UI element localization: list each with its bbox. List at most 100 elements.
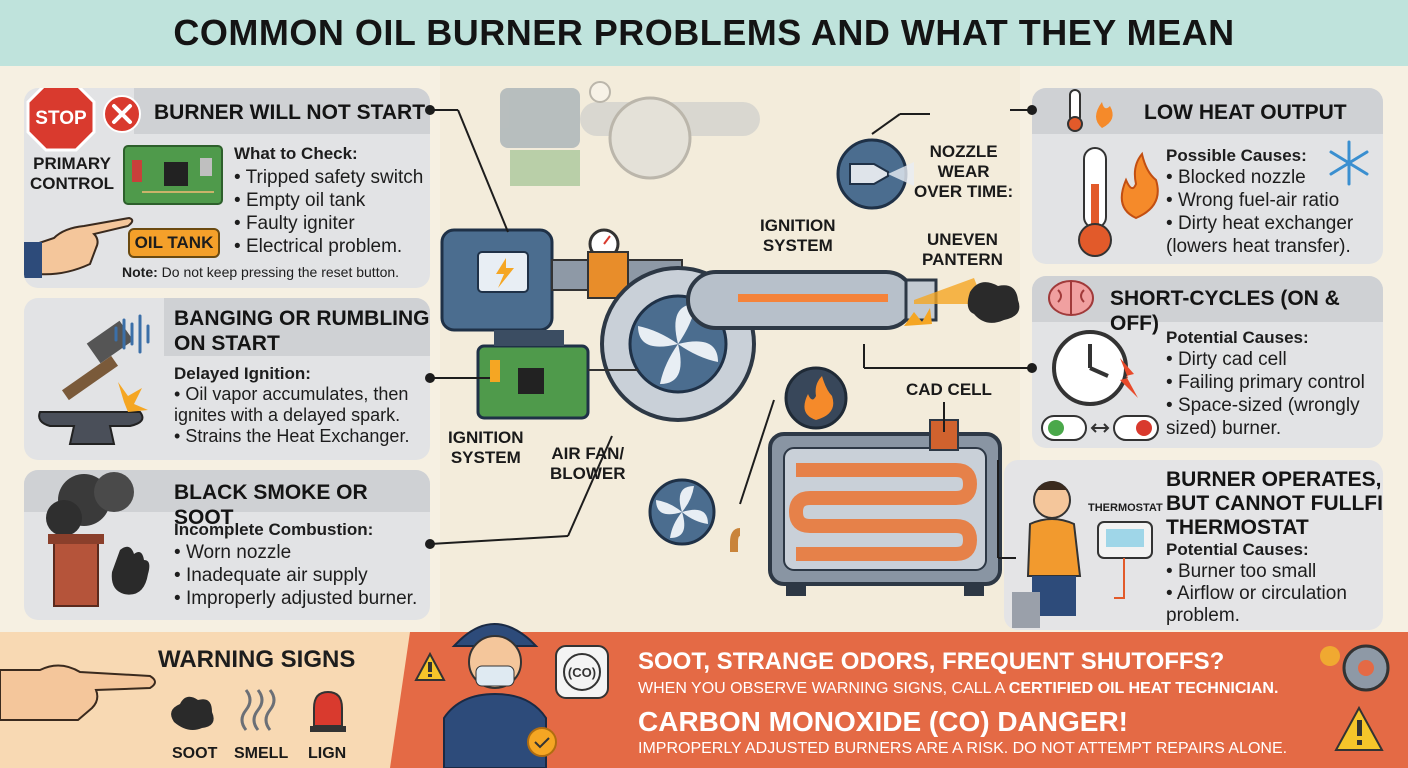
brain-icon (1048, 280, 1094, 316)
gears-icon (1320, 644, 1390, 692)
panel-title: BURNER WILL NOT START (154, 101, 426, 124)
panel-title: BLACK SMOKE OR SOOT (174, 481, 368, 529)
note-text: Do not keep pressing the reset button. (161, 264, 400, 280)
cause-list: Dirty cad cell Failing primary control S… (1166, 348, 1378, 440)
oil-tank-badge: OIL TANK (128, 228, 220, 258)
list-item: Oil vapor accumulates, then ignites with… (174, 384, 430, 426)
warning-line-2: WHEN YOU OBSERVE WARNING SIGNS, CALL A C… (638, 680, 1278, 698)
thermostat-device-icon (1097, 521, 1153, 559)
ignition-system-label-bottom: IGNITION SYSTEM (448, 428, 524, 467)
heat-exchanger-illustration (730, 419, 1002, 596)
panel-banging-rumbling: BANGING OR RUMBLING ON START Delayed Ign… (24, 298, 430, 460)
thermostat-wire (1114, 558, 1125, 599)
list-item: Worn nozzle (174, 541, 430, 564)
panel-title: LOW HEAT OUTPUT (1144, 101, 1347, 124)
thermometer-flame-small-icon (1067, 89, 1113, 132)
primary-control-label: PRIMARY CONTROL (30, 154, 115, 193)
list-item: Wrong fuel-air ratio (1166, 189, 1378, 212)
panel-title-bar (164, 298, 430, 356)
pointing-hand-icon (0, 664, 156, 721)
list-item: Inadequate air supply (174, 564, 430, 587)
cause-list: Burner too small Airflow or circulation … (1166, 561, 1380, 627)
list-item: Improperly adjusted burner. (174, 587, 430, 610)
page-title: COMMON OIL BURNER PROBLEMS AND WHAT THEY… (173, 12, 1235, 53)
error-x-icon (103, 95, 141, 133)
panel-subtitle: What to Check: (234, 144, 358, 163)
warning-line-3: CARBON MONOXIDE (CO) DANGER! (638, 706, 1128, 737)
warning-line-2-text: WHEN YOU OBSERVE WARNING SIGNS, CALL A (638, 680, 1009, 697)
burner-assembly-illustration (440, 228, 938, 422)
list-item: Failing primary control (1166, 371, 1378, 394)
flame-icon (1120, 151, 1159, 220)
uneven-pattern-label: UNEVEN PANTERN (922, 230, 1003, 269)
cause-list: Worn nozzle Inadequate air supply Improp… (174, 541, 430, 610)
panel-title: BURNER OPERATES, BUT CANNOT FULLFILL THE… (1166, 468, 1383, 539)
list-item: Dirty heat exchanger (lowers heat transf… (1166, 212, 1378, 258)
header-banner: COMMON OIL BURNER PROBLEMS AND WHAT THEY… (0, 0, 1408, 66)
frustrated-person-icon (1012, 481, 1082, 628)
soot-icon (171, 696, 214, 730)
warning-line-1: SOOT, STRANGE ODORS, FREQUENT SHUTOFFS? (638, 648, 1225, 675)
panel-subtitle: Possible Causes: (1166, 146, 1307, 165)
panel-black-smoke: BLACK SMOKE OR SOOT Incomplete Combustio… (24, 470, 430, 620)
clock-icon (1052, 330, 1138, 406)
cause-list: Blocked nozzle Wrong fuel-air ratio Dirt… (1166, 166, 1378, 258)
thermometer-icon (1078, 147, 1112, 257)
alarm-light-icon (310, 690, 346, 732)
list-item: Space-sized (wrongly sized) burner. (1166, 394, 1378, 440)
panel-cannot-fulfill-thermostat: BURNER OPERATES, BUT CANNOT FULLFILL THE… (1004, 460, 1383, 630)
list-item: Tripped safety switch (234, 166, 430, 189)
sound-wave-icon (114, 314, 150, 354)
oil-tank-label: OIL TANK (134, 233, 214, 252)
panel-title-bar (1032, 88, 1383, 134)
blower-closeup-icon (648, 478, 716, 546)
warning-triangle-icon-large (1334, 705, 1384, 751)
cad-cell-label: CAD CELL (906, 380, 992, 399)
panel-title: BANGING OR RUMBLING ON START (174, 307, 430, 355)
toggle-switches-icon (1041, 415, 1159, 441)
list-item: Blocked nozzle (1166, 166, 1378, 189)
pointing-hand-icon (24, 216, 134, 278)
nozzle-closeup-icon (836, 138, 914, 210)
soot-label: SOOT (172, 745, 218, 762)
list-item: Strains the Heat Exchanger. (174, 426, 430, 447)
stop-sign-icon: STOP (26, 88, 96, 152)
ignition-system-label-top: IGNITION SYSTEM (760, 216, 836, 255)
warning-line-4: IMPROPERLY ADJUSTED BURNERS ARE A RISK. … (638, 740, 1288, 757)
co-detector-icon: (CO) (555, 645, 609, 699)
air-fan-blower-label: AIR FAN/ BLOWER (550, 444, 626, 483)
nozzle-spray-illustration (904, 278, 1020, 326)
panel-title-bar (134, 88, 430, 134)
list-item: Burner too small (1166, 561, 1380, 583)
list-item: Dirty cad cell (1166, 348, 1378, 371)
warning-signs-section: WARNING SIGNS SOOT SMELL LIGN (0, 632, 410, 768)
smell-icon (240, 689, 276, 731)
panel-short-cycles: SHORT-CYCLES (ON & OFF) Potential Causes… (1032, 276, 1383, 448)
panel-subtitle: Potential Causes: (1166, 328, 1309, 347)
note: Note: Do not keep pressing the reset but… (122, 264, 399, 280)
snowflake-icon (1329, 140, 1369, 186)
panel-subtitle: Potential Causes: (1166, 540, 1309, 559)
hammer-anvil-icon (38, 320, 148, 445)
cause-list: Oil vapor accumulates, then ignites with… (174, 384, 430, 447)
list-item: Airflow or circulation problem. (1166, 583, 1380, 627)
certified-technician-text: CERTIFIED OIL HEAT TECHNICIAN. (1008, 680, 1279, 697)
warning-bar: WARNING SIGNS SOOT SMELL LIGN (CO) (0, 623, 1408, 768)
panel-low-heat-output: LOW HEAT OUTPUT Possible Causes: Blocked… (1032, 88, 1383, 264)
list-item: Faulty igniter (234, 212, 430, 235)
circuit-board-icon (123, 145, 223, 205)
panel-title: SHORT-CYCLES (ON & OFF) (1110, 287, 1340, 335)
thermostat-label: THERMOSTAT (1088, 502, 1163, 514)
note-label: Note: (122, 264, 158, 280)
cause-list: Tripped safety switch Empty oil tank Fau… (234, 166, 430, 258)
faded-burner-illustration (500, 81, 760, 186)
list-item: Empty oil tank (234, 189, 430, 212)
warning-triangle-icon (414, 651, 446, 681)
list-item: Electrical problem. (234, 235, 430, 258)
panel-subtitle: Incomplete Combustion: (174, 520, 374, 539)
panel-burner-will-not-start: BURNER WILL NOT START What to Check: Tri… (24, 88, 430, 288)
stop-text: STOP (35, 108, 87, 129)
light-label: LIGN (308, 745, 347, 762)
warning-signs-title: WARNING SIGNS (158, 646, 356, 673)
technician-icon (443, 623, 557, 768)
